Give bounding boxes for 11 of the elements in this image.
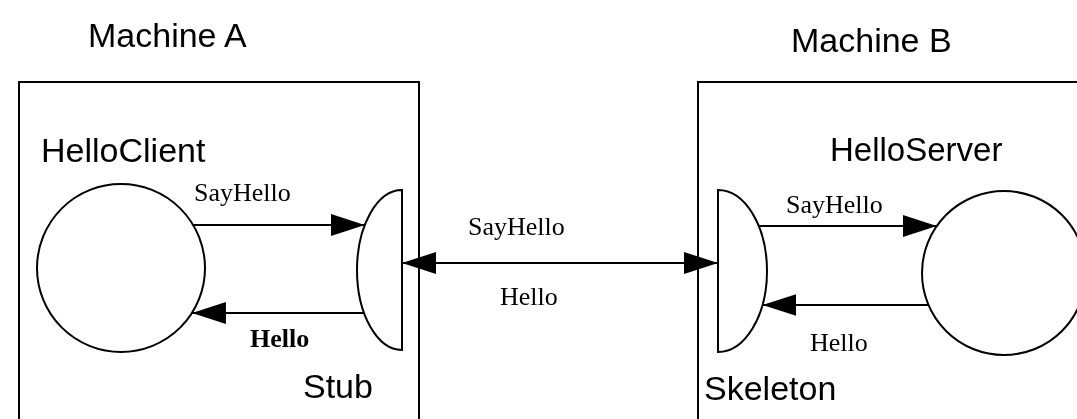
arrow: [757, 215, 938, 237]
component-label: HelloServer: [830, 130, 1003, 170]
machine-title: Machine A: [88, 15, 247, 55]
component-label: HelloClient: [41, 130, 206, 170]
arrow: [190, 302, 366, 324]
machine-title: Machine B: [791, 20, 952, 60]
component-label: Skeleton: [704, 368, 837, 408]
arrow: [761, 294, 930, 316]
component-label: Stub: [303, 366, 373, 406]
arrow: [192, 214, 366, 236]
arrow: [401, 252, 719, 274]
